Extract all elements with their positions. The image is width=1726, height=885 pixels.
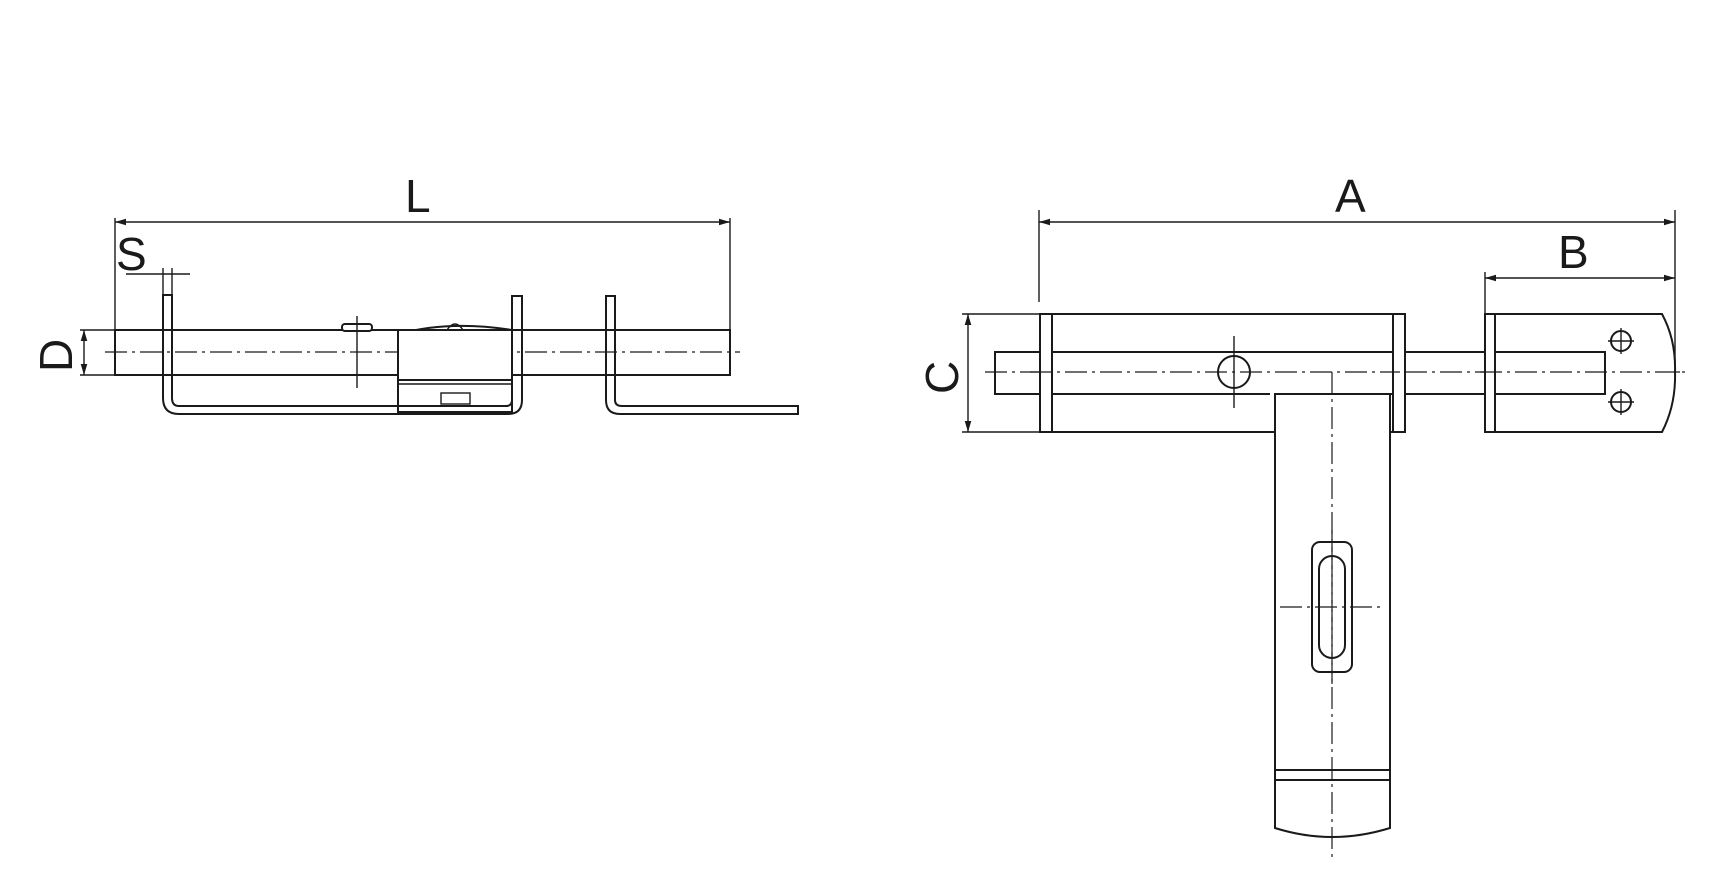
- label-L: L: [405, 170, 431, 222]
- dimension-A: A: [1038, 170, 1676, 372]
- middle-staple: [397, 295, 523, 415]
- keeper-screw-hole-top: [1608, 328, 1634, 354]
- keeper-screw-hole-bottom: [1608, 389, 1634, 415]
- right-bracket: [605, 295, 799, 415]
- front-view: A B C: [916, 170, 1690, 862]
- bolt-knob-hole: [1217, 336, 1251, 408]
- dimension-L: L: [114, 170, 731, 372]
- slider-block: [397, 323, 513, 413]
- dimension-B: B: [1484, 226, 1675, 315]
- keeper: [1480, 313, 1690, 433]
- label-D: D: [30, 339, 82, 372]
- dimension-S: S: [116, 228, 190, 295]
- label-A: A: [1335, 170, 1366, 222]
- side-view: L S D: [30, 170, 799, 415]
- label-S: S: [116, 228, 147, 280]
- label-B: B: [1558, 226, 1589, 278]
- label-C: C: [916, 361, 968, 394]
- handle-slot: [1280, 530, 1384, 684]
- left-staple: [162, 294, 399, 415]
- knob: [341, 316, 373, 388]
- dimension-D: D: [30, 329, 115, 376]
- dimension-C: C: [916, 313, 1040, 433]
